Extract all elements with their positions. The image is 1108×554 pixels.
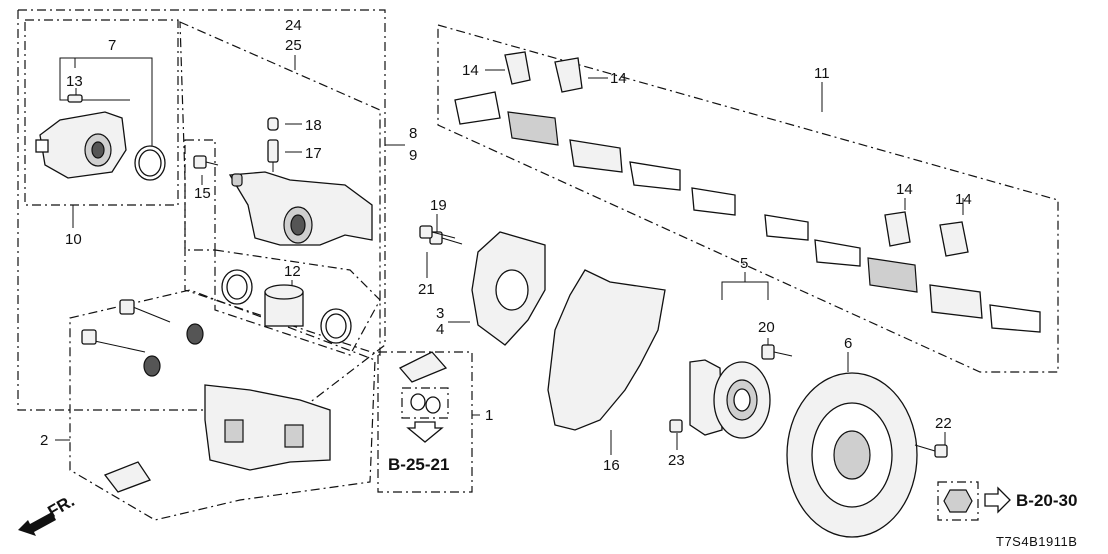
callout-18: 18: [305, 117, 322, 134]
callout-7: 7: [108, 37, 116, 54]
callout-labels: 7 13 10 24 25 18 17 15 8 9 12 19 21 3 4 …: [40, 17, 972, 474]
callout-8: 8: [409, 125, 417, 142]
callout-11: 11: [814, 65, 830, 82]
callout-12: 12: [284, 263, 301, 280]
callout-23: 23: [668, 452, 685, 469]
hub-bolt: [761, 344, 793, 360]
callout-25: 25: [285, 37, 302, 54]
front-direction-arrow-icon: [18, 512, 56, 536]
callout-14a: 14: [462, 62, 479, 79]
group-boundaries: [17, 9, 1059, 521]
mounting-bracket: [471, 231, 546, 346]
callout-19: 19: [430, 197, 447, 214]
piston-kit: [221, 269, 352, 344]
bleeder-screw: [267, 117, 279, 172]
callout-2: 2: [40, 432, 48, 449]
callout-22: 22: [935, 415, 952, 432]
caliper-bracket: [81, 299, 331, 471]
callout-20: 20: [758, 319, 775, 336]
callout-14d: 14: [955, 191, 972, 208]
bolt-19: [429, 231, 463, 245]
splash-shield: [547, 269, 666, 431]
parking-brake-motor: [35, 111, 127, 179]
callout-1: 1: [485, 407, 493, 424]
bolt-21: [419, 225, 456, 239]
bolt-15: [193, 155, 219, 169]
small-bolt-13: [67, 94, 83, 103]
callout-3: 3: [436, 305, 444, 322]
callout-14c: 14: [896, 181, 913, 198]
brake-pads: [454, 91, 1041, 333]
callout-14b: 14: [610, 70, 627, 87]
leader-lines: [55, 55, 964, 455]
callout-4: 4: [436, 321, 444, 338]
callout-24: 24: [285, 17, 302, 34]
kit-contents: [401, 387, 449, 443]
screw-23: [669, 419, 683, 433]
callout-15: 15: [194, 185, 211, 202]
callout-16: 16: [603, 457, 620, 474]
nut-reference: [937, 481, 1011, 521]
callout-21: 21: [418, 281, 435, 298]
diagram-code: T7S4B1911B: [996, 534, 1077, 549]
pad-retainers: [504, 51, 969, 257]
reference-b-25-21: B-25-21: [388, 455, 449, 474]
callout-5: 5: [740, 255, 748, 272]
grease-packet: [103, 351, 448, 493]
callout-17: 17: [305, 145, 322, 162]
callout-9: 9: [409, 147, 417, 164]
callout-6: 6: [844, 335, 852, 352]
brake-disc: [786, 372, 918, 538]
hub-bearing: [689, 359, 771, 439]
reference-b-20-30: B-20-30: [1016, 491, 1077, 510]
disc-screw: [914, 444, 948, 458]
callout-10: 10: [65, 231, 82, 248]
caliper-body: [228, 171, 373, 246]
callout-13: 13: [66, 73, 83, 90]
